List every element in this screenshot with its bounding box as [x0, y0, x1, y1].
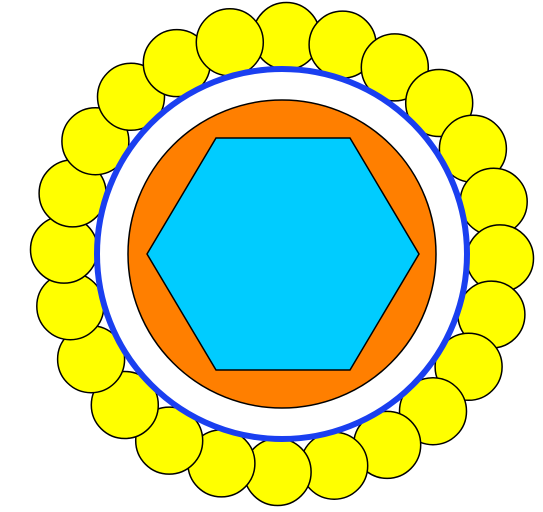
- yellow-bead: [196, 9, 263, 76]
